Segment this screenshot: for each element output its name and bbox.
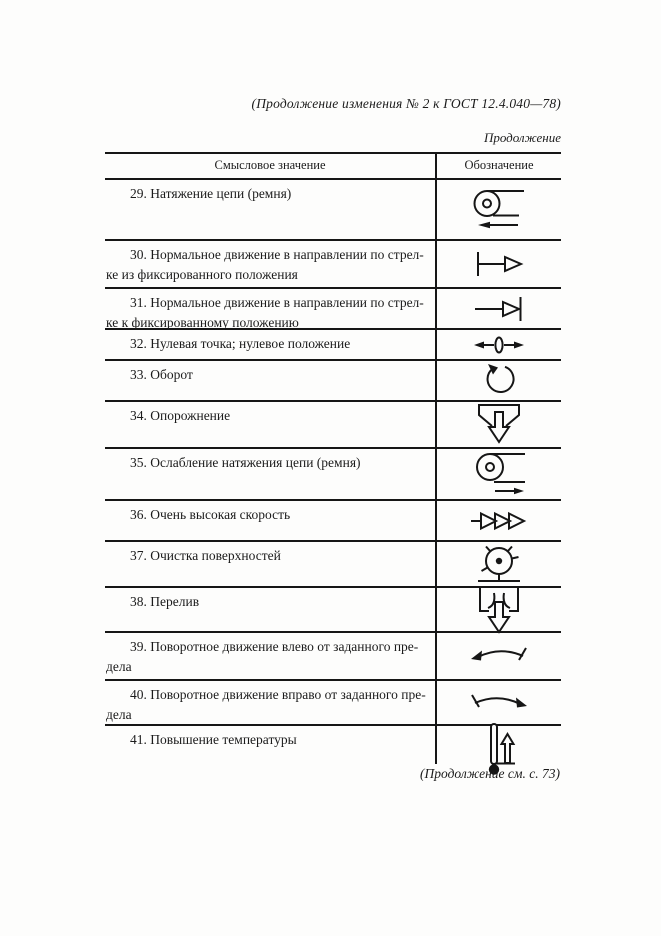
table-row: 34. Опорожнение xyxy=(105,402,561,449)
table-row: 35. Ослабление натяжения цепи (ремня) xyxy=(105,449,561,501)
row-label: 36. Очень высокая скорость xyxy=(130,507,291,522)
row-label: 32. Нулевая точка; нулевое положение xyxy=(130,336,351,351)
table-row: 38. Перелив xyxy=(105,585,561,634)
turn-right-from-limit-icon xyxy=(471,693,527,708)
column-header-meaning: Смысловое значение xyxy=(214,158,326,172)
emptying-icon xyxy=(478,403,520,444)
row-label-line2: дела xyxy=(106,659,132,674)
row-label: 38. Перелив xyxy=(130,594,200,609)
row-label-line2: ке из фиксированного положения xyxy=(106,267,298,282)
row-label-line2: ке к фиксированному положению xyxy=(106,315,299,330)
table-row: 36. Очень высокая скорость xyxy=(105,501,561,542)
row-label: 41. Повышение температуры xyxy=(130,732,297,747)
table-row: 40. Поворотное движение вправо от заданн… xyxy=(105,681,561,726)
table-row: 29. Натяжение цепи (ремня) xyxy=(105,180,561,241)
overflow-icon xyxy=(479,585,519,634)
table-row: 32. Нулевая точка; нулевое положение xyxy=(105,330,561,361)
table-header-row: Смысловое значение Обозначение xyxy=(105,154,561,180)
amendment-header: (Продолжение изменения № 2 к ГОСТ 12.4.0… xyxy=(251,96,561,111)
row-label-line2: дела xyxy=(106,707,132,722)
move-from-fixed-position-icon xyxy=(477,252,524,276)
temperature-rise-icon xyxy=(488,723,516,775)
surface-cleaning-icon xyxy=(478,545,520,582)
row-label: 31. Нормальное движение в направлении по… xyxy=(130,295,424,310)
table-row: 31. Нормальное движение в направлении по… xyxy=(105,289,561,330)
turn-left-from-limit-icon xyxy=(471,647,527,661)
chain-slack-icon xyxy=(476,453,525,495)
table-row: 39. Поворотное движение влево от заданно… xyxy=(105,633,561,681)
move-to-fixed-position-icon xyxy=(475,296,522,321)
row-label: 30. Нормальное движение в направлении по… xyxy=(130,247,424,262)
very-high-speed-icon xyxy=(471,511,527,530)
row-label: 35. Ослабление натяжения цепи (ремня) xyxy=(130,455,361,470)
table-row: 33. Оборот xyxy=(105,361,561,402)
row-label: 37. Очистка поверхностей xyxy=(130,548,281,563)
row-label: 34. Опорожнение xyxy=(130,408,231,423)
continuation-label: Продолжение xyxy=(483,130,561,145)
row-label: 33. Оборот xyxy=(130,367,193,382)
row-label: 39. Поворотное движение влево от заданно… xyxy=(130,639,419,654)
row-label: 40. Поворотное движение вправо от заданн… xyxy=(130,687,426,702)
zero-point-icon xyxy=(474,336,524,353)
symbols-table: Смысловое значение Обозначение 29. Натяж… xyxy=(105,152,561,775)
row-label: 29. Натяжение цепи (ремня) xyxy=(130,186,292,201)
table-row: 37. Очистка поверхностей xyxy=(105,542,561,588)
chain-tension-icon xyxy=(473,189,524,228)
table-row: 41. Повышение температуры xyxy=(105,723,561,775)
footer-continuation-note: (Продолжение см. с. 73) xyxy=(420,766,560,781)
table-row: 30. Нормальное движение в направлении по… xyxy=(105,241,561,289)
revolution-icon xyxy=(486,363,515,393)
column-header-designation: Обозначение xyxy=(435,154,561,178)
